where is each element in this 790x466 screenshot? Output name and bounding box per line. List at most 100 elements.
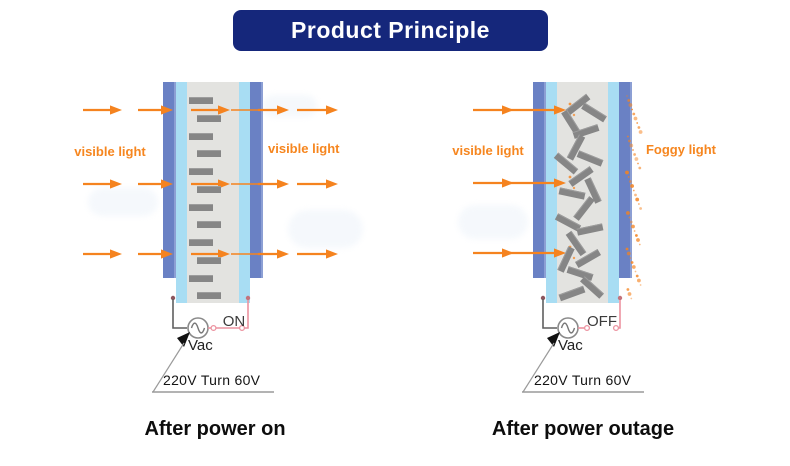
foggy-dot — [630, 297, 633, 300]
lc-particle-aligned — [197, 221, 221, 228]
lc-particle-aligned — [189, 275, 213, 282]
visible-light-label: visible light — [74, 144, 146, 159]
light-arrowhead-icon — [110, 105, 122, 115]
foggy-dot — [634, 157, 639, 161]
visible-light-label: visible light — [268, 141, 340, 156]
lc-particle-aligned — [189, 168, 213, 175]
foggy-dot — [637, 126, 641, 129]
callout-line — [152, 342, 185, 393]
glass-pane-outer-left — [533, 82, 546, 278]
lc-particle-aligned — [197, 257, 221, 264]
switch-state-off: OFF — [587, 313, 617, 330]
caption-after-power-on: After power on — [144, 418, 286, 440]
lc-particle-aligned — [189, 133, 213, 140]
light-arrowhead-icon — [161, 179, 173, 189]
foggy-dot — [635, 197, 640, 202]
foggy-dot — [635, 234, 638, 237]
pointer-arrowhead-icon — [177, 332, 190, 347]
wire-pink — [244, 300, 249, 329]
wire-pink — [618, 300, 621, 329]
foggy-dot — [638, 203, 640, 205]
vac-source-label: Vac — [188, 337, 213, 354]
background-smudge — [288, 210, 363, 248]
foggy-dot — [633, 116, 638, 121]
film-layer-left — [176, 82, 187, 303]
lc-particle-aligned — [197, 115, 221, 122]
light-arrowhead-icon — [277, 249, 289, 259]
visible-light-label: visible light — [452, 143, 524, 158]
background-smudge — [88, 188, 158, 216]
foggy-dot — [626, 251, 631, 256]
page-title: Product Principle — [291, 17, 490, 43]
lc-particle-aligned — [197, 186, 221, 193]
foggy-dot — [635, 274, 639, 278]
foggy-dot — [639, 207, 642, 210]
light-arrowhead-icon — [110, 249, 122, 259]
scatter-speck — [572, 256, 576, 260]
foggy-dot — [630, 261, 634, 264]
lc-particle-aligned — [197, 150, 221, 157]
switch-state-on: ON — [222, 313, 246, 330]
scatter-speck — [568, 175, 572, 179]
light-arrowhead-icon — [554, 248, 566, 258]
light-arrowhead-icon — [502, 248, 514, 258]
lc-particle-aligned — [189, 97, 213, 104]
light-arrowhead-icon — [554, 178, 566, 188]
glass-pane-outer-right — [619, 82, 632, 278]
foggy-dot — [631, 224, 635, 229]
voltage-note: 220V Turn 60V — [534, 372, 632, 388]
foggy-dot — [638, 243, 641, 246]
light-arrowhead-icon — [161, 105, 173, 115]
foggy-dot — [632, 189, 635, 192]
foggy-dot — [633, 153, 636, 156]
switch-contact — [583, 324, 591, 332]
foggy-dot — [626, 211, 630, 215]
light-arrowhead-icon — [277, 105, 289, 115]
light-arrowhead-icon — [326, 179, 338, 189]
foggy-dot — [628, 139, 631, 143]
foggy-dot — [626, 288, 630, 291]
foggy-dot — [639, 284, 642, 286]
wire-terminal — [170, 295, 176, 301]
foggy-dot — [631, 108, 633, 111]
glass-pane-outer-left — [163, 82, 176, 278]
vac-source-label: Vac — [558, 337, 583, 354]
film-layer-right — [608, 82, 619, 303]
light-arrowhead-icon — [554, 105, 566, 115]
title-banner: Product Principle — [233, 10, 548, 51]
voltage-note: 220V Turn 60V — [163, 372, 261, 388]
light-arrowhead-icon — [218, 179, 230, 189]
glass-pane-outer-right — [250, 82, 263, 278]
foggy-dot — [628, 216, 631, 219]
foggy-dot — [636, 122, 639, 124]
light-arrowhead-icon — [218, 249, 230, 259]
lc-particle-aligned — [197, 292, 221, 299]
background-smudge — [262, 95, 317, 117]
foggy-dot — [634, 193, 637, 197]
light-arrowhead-icon — [502, 178, 514, 188]
light-arrowhead-icon — [326, 249, 338, 259]
wire-terminal — [245, 295, 251, 301]
wire-terminal — [617, 295, 623, 301]
foggy-light-label: Foggy light — [645, 142, 717, 157]
foggy-dot — [627, 176, 630, 178]
foggy-dot — [629, 220, 633, 224]
wire-gray — [542, 299, 557, 329]
foggy-dot — [625, 170, 629, 175]
scatter-speck — [572, 113, 576, 117]
foggy-dot — [637, 278, 641, 283]
sine-wave-icon — [560, 322, 576, 334]
foggy-dot — [625, 247, 629, 251]
scatter-speck — [572, 186, 576, 190]
foggy-dot — [638, 166, 642, 170]
switch-contact — [238, 324, 246, 332]
foggy-dot — [636, 238, 640, 242]
wire-gray — [172, 299, 187, 329]
light-arrowhead-icon — [218, 105, 230, 115]
light-arrowhead-icon — [161, 249, 173, 259]
film-layer-left — [546, 82, 557, 303]
foggy-dot — [629, 257, 632, 259]
foggy-dot — [633, 230, 636, 232]
